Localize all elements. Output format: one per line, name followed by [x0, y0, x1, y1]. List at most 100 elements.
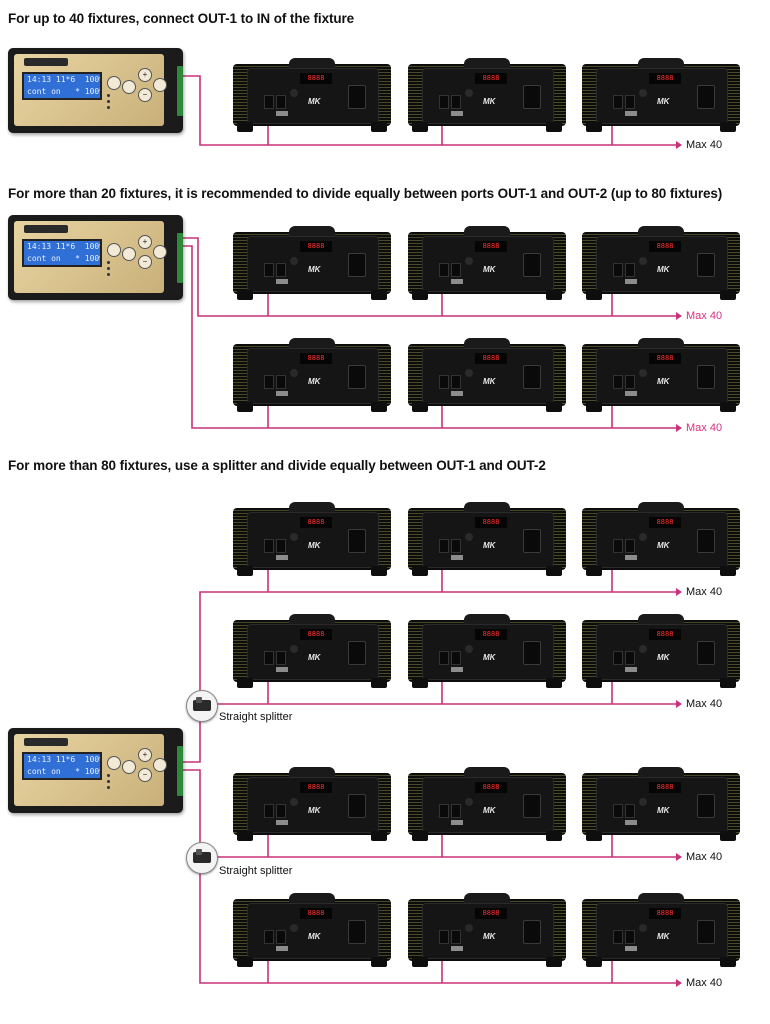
controller-panel: 14:13 11*6 100% cont on * 100% + − [14, 54, 167, 126]
fixture-knob[interactable] [290, 369, 298, 377]
fixture-in-port[interactable] [264, 930, 274, 944]
set-button[interactable] [153, 78, 167, 92]
fixture-out-port[interactable] [625, 263, 635, 277]
fixture-in-port[interactable] [264, 651, 274, 665]
fixture-in-port[interactable] [439, 930, 449, 944]
fixture-knob[interactable] [639, 533, 647, 541]
fixture-out-port[interactable] [451, 263, 461, 277]
set-button[interactable] [153, 758, 167, 772]
plus-button[interactable]: + [138, 748, 152, 762]
fixture-out-port[interactable] [625, 651, 635, 665]
fixture-foot [237, 678, 253, 688]
out-port-connector[interactable] [177, 746, 183, 796]
fixture-out-port[interactable] [276, 539, 286, 553]
fixture-in-port[interactable] [613, 95, 623, 109]
fixture-brand-logo: MK [308, 541, 321, 550]
straight-splitter-1[interactable] [186, 690, 218, 722]
fixture-knob[interactable] [639, 924, 647, 932]
fixture-in-port[interactable] [439, 651, 449, 665]
fixture-out-port[interactable] [451, 651, 461, 665]
fixture-out-port[interactable] [276, 651, 286, 665]
fixture-out-port[interactable] [276, 930, 286, 944]
fixture-out-port[interactable] [625, 930, 635, 944]
fixture-knob[interactable] [465, 533, 473, 541]
fixture-in-port[interactable] [264, 263, 274, 277]
menu-button[interactable] [107, 243, 121, 257]
fixture-knob[interactable] [465, 798, 473, 806]
fixture-knob[interactable] [290, 533, 298, 541]
out-port-connector[interactable] [177, 66, 183, 116]
fixture-out-port[interactable] [276, 263, 286, 277]
fixture-out-port[interactable] [625, 95, 635, 109]
fixture-knob[interactable] [465, 369, 473, 377]
fixture-in-port[interactable] [264, 375, 274, 389]
fixture-knob[interactable] [639, 257, 647, 265]
minus-button[interactable]: − [138, 255, 152, 269]
fixture-knob[interactable] [290, 924, 298, 932]
fixture-knob[interactable] [639, 369, 647, 377]
fixture-in-port[interactable] [613, 930, 623, 944]
fixture-in-port[interactable] [613, 539, 623, 553]
fixture-out-port[interactable] [451, 804, 461, 818]
fixture-display: 8888 [649, 629, 681, 640]
fixture-out-port[interactable] [276, 375, 286, 389]
fixture-in-port[interactable] [613, 375, 623, 389]
fixture-in-port[interactable] [439, 263, 449, 277]
straight-splitter-2[interactable] [186, 842, 218, 874]
fixture-out-port[interactable] [451, 95, 461, 109]
fixture-in-port[interactable] [613, 263, 623, 277]
fixture-foot [546, 290, 562, 300]
fixture-in-port[interactable] [264, 804, 274, 818]
fixture-out-port[interactable] [625, 375, 635, 389]
set-button[interactable] [153, 245, 167, 259]
fixture-label-plate [451, 279, 463, 284]
plus-button[interactable]: + [138, 235, 152, 249]
splitter-plug-icon [193, 852, 211, 863]
fixture-in-port[interactable] [613, 651, 623, 665]
fixture-out-port[interactable] [625, 539, 635, 553]
power-socket-icon [348, 920, 366, 944]
fixture-out-port[interactable] [276, 804, 286, 818]
fixture-knob[interactable] [465, 645, 473, 653]
mode-button[interactable] [122, 80, 136, 94]
splitter-label-1: Straight splitter [219, 711, 293, 723]
fixture-label-plate [276, 946, 288, 951]
out-port-connector[interactable] [177, 233, 183, 283]
fixture-knob[interactable] [639, 89, 647, 97]
fixture-out-port[interactable] [451, 930, 461, 944]
mode-button[interactable] [122, 760, 136, 774]
fixture-in-port[interactable] [264, 95, 274, 109]
fixture-foot [586, 957, 602, 967]
fixture-in-port[interactable] [264, 539, 274, 553]
fixture-out-port[interactable] [276, 95, 286, 109]
menu-button[interactable] [107, 756, 121, 770]
fixture-knob[interactable] [639, 798, 647, 806]
fixture-out-port[interactable] [625, 804, 635, 818]
minus-button[interactable]: − [138, 88, 152, 102]
fixture-in-port[interactable] [439, 804, 449, 818]
menu-button[interactable] [107, 76, 121, 90]
fixture-knob[interactable] [639, 645, 647, 653]
fixture-in-port[interactable] [439, 375, 449, 389]
fixture-knob[interactable] [290, 798, 298, 806]
fixture-foot [412, 678, 428, 688]
fixture-knob[interactable] [465, 89, 473, 97]
fixture-in-port[interactable] [439, 539, 449, 553]
wire-s1 [182, 75, 676, 146]
fixture-knob[interactable] [290, 89, 298, 97]
minus-button[interactable]: − [138, 768, 152, 782]
plus-button[interactable]: + [138, 68, 152, 82]
fixture-in-port[interactable] [439, 95, 449, 109]
fixture-in-port[interactable] [613, 804, 623, 818]
fixture-knob[interactable] [290, 645, 298, 653]
fixture-out-port[interactable] [451, 539, 461, 553]
fixture-out-port[interactable] [451, 375, 461, 389]
fixture-knob[interactable] [290, 257, 298, 265]
fixture-knob[interactable] [465, 924, 473, 932]
fixture-foot [371, 957, 387, 967]
mode-button[interactable] [122, 247, 136, 261]
power-socket-icon [523, 641, 541, 665]
fixture-knob[interactable] [465, 257, 473, 265]
